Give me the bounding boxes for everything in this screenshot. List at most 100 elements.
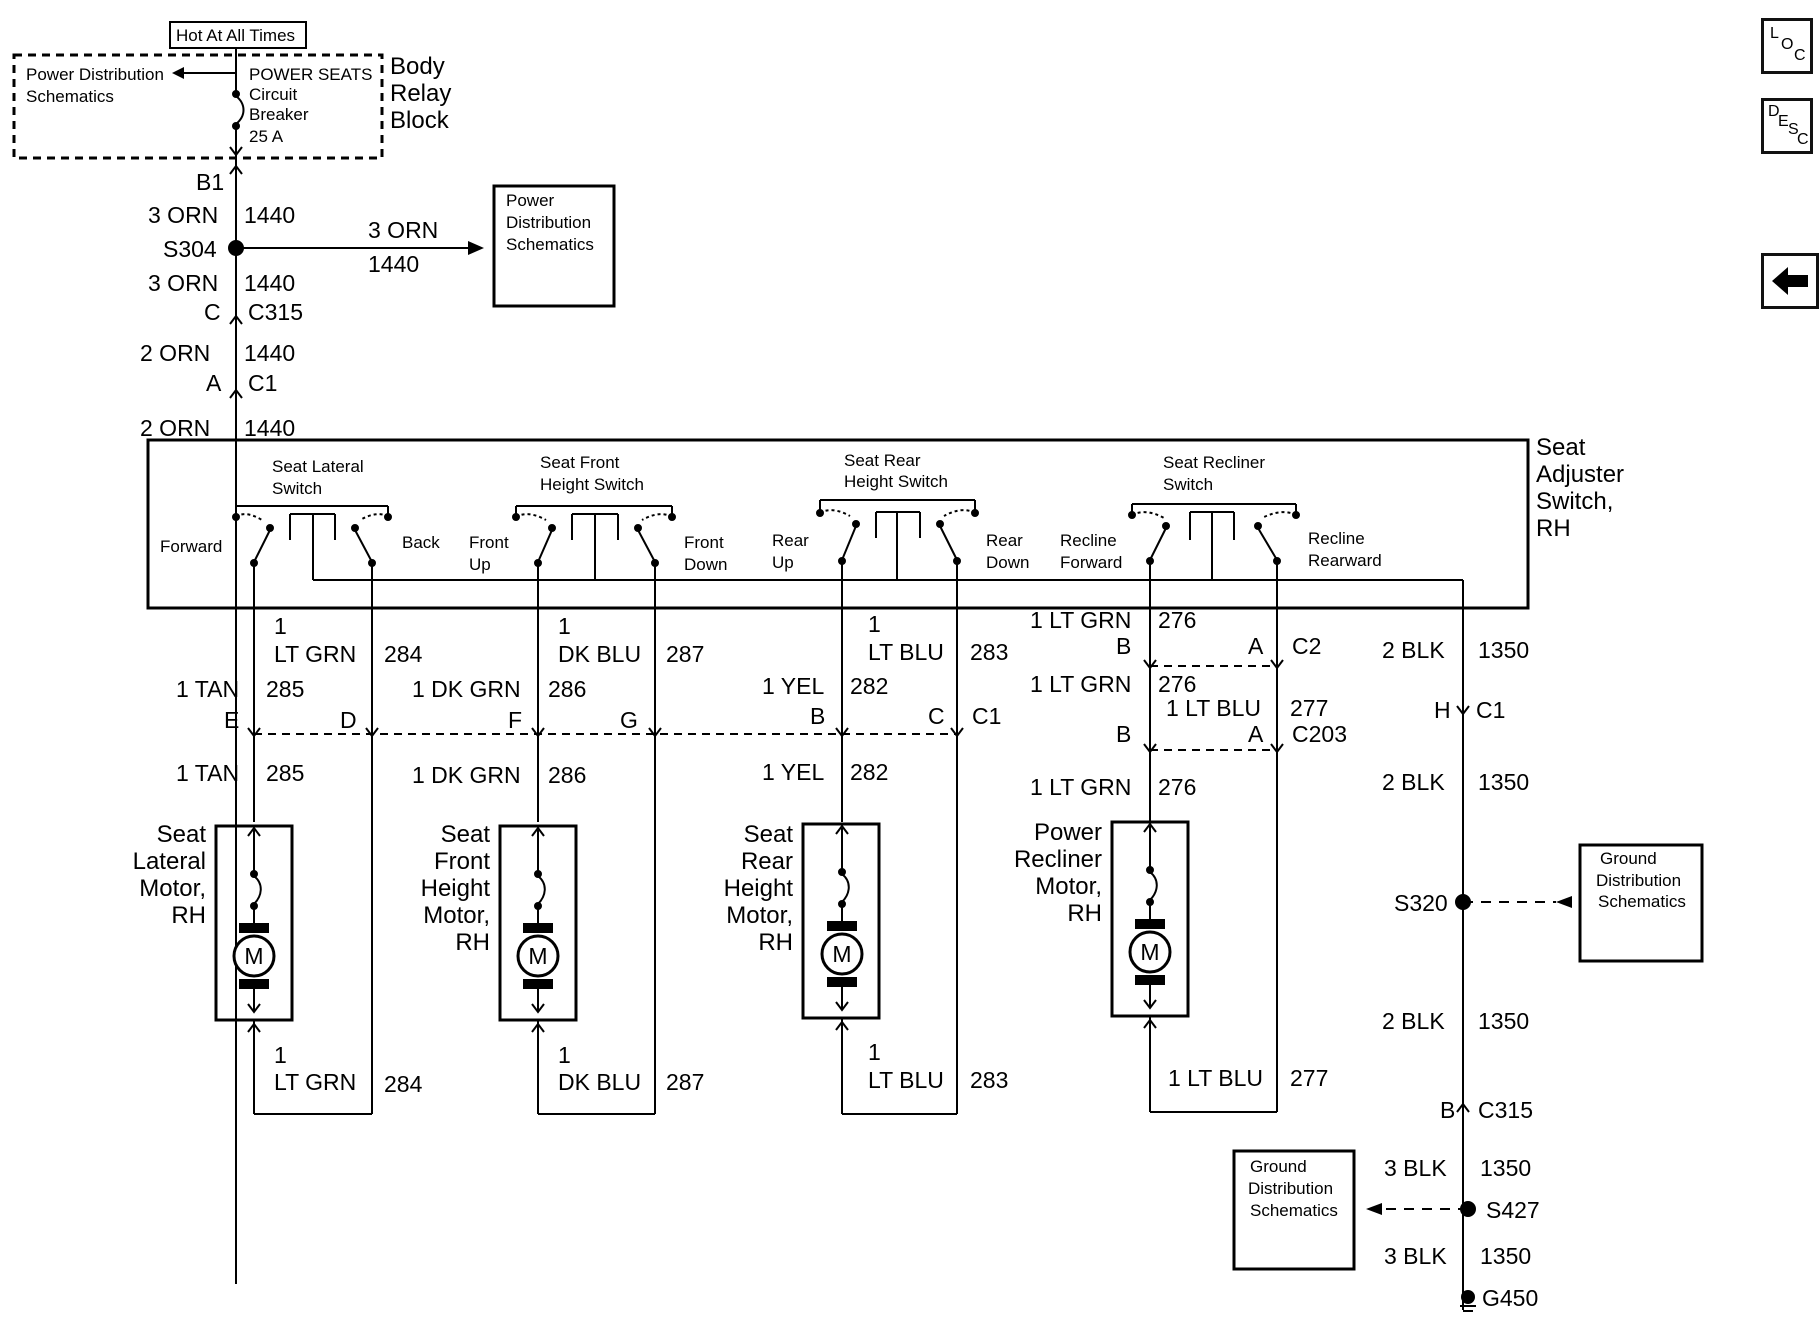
feed-circuit-2: 1440 (244, 270, 295, 296)
gnd-number-4: 1350 (1480, 1155, 1531, 1181)
fr-a-number: 287 (666, 641, 704, 667)
relay-pds-arrowhead (172, 67, 184, 79)
feed-pin-a: A (206, 370, 222, 396)
lat-m-wire: 1 TAN (176, 760, 239, 786)
rear-switch-name-line2: Height Switch (844, 472, 948, 491)
gnd-wire-2: 2 BLK (1382, 769, 1445, 795)
gnd-connector-c315: C315 (1478, 1097, 1533, 1123)
rc-connector-c203: C203 (1292, 721, 1347, 747)
fr-b-wire: 1 DK GRN (412, 676, 521, 702)
lat-pin-e: E (224, 707, 239, 733)
hot-label: Hot At All Times (176, 26, 295, 45)
recliner-motor-name-2: Recliner (1014, 846, 1102, 873)
front-motor-name-1: Seat (441, 821, 491, 848)
feed-chevron-c315 (229, 314, 243, 325)
rear-up-line2: Up (772, 553, 794, 572)
branch-circuit: 1440 (368, 251, 419, 277)
relay-pds-line2: Schematics (26, 87, 114, 106)
splice-s320: S320 (1394, 890, 1448, 916)
relay-block-line2: Relay (390, 80, 451, 107)
gnd-number-2: 1350 (1478, 769, 1529, 795)
lat-a-gauge: 1 (274, 613, 287, 639)
gds1-line1: Ground (1600, 849, 1657, 868)
rr-a-gauge: 1 (868, 611, 881, 637)
rr-a-number: 283 (970, 639, 1008, 665)
rc-b-wire: 1 LT GRN (1030, 671, 1131, 697)
c1-chevron-f (531, 727, 545, 738)
lateral-forward-label: Forward (160, 537, 222, 556)
gds2-line1: Ground (1250, 1157, 1307, 1176)
lateral-motor-name-4: RH (171, 902, 206, 929)
adjuster-title-line2: Adjuster (1536, 461, 1624, 488)
gnd-wire-3: 2 BLK (1382, 1008, 1445, 1034)
fr-pin-g: G (620, 707, 638, 733)
front-motor-m: M (528, 943, 547, 969)
feed-chevron-b1-lower (229, 164, 243, 175)
desc-letter-d: D (1768, 103, 1780, 120)
rc-connector-c2: C2 (1292, 633, 1321, 659)
rc-b2-wire: 1 LT BLU (1166, 695, 1261, 721)
recliner-motor-name-3: Motor, (1035, 873, 1102, 900)
power-recliner-motor (1110, 820, 1190, 1112)
rr-b-wire: 1 YEL (762, 673, 824, 699)
lateral-motor-name-1: Seat (157, 821, 207, 848)
rc-pin-a: A (1248, 633, 1264, 659)
fr-a-color: DK BLU (558, 641, 641, 667)
fr-m-wire: 1 DK GRN (412, 762, 521, 788)
rr-a-color: LT BLU (868, 639, 944, 665)
rc-pin-b2: B (1116, 721, 1131, 747)
rc-a-wire: 1 LT GRN (1030, 607, 1131, 633)
power-distribution-box (492, 184, 616, 308)
recline-rearward-line2: Rearward (1308, 551, 1382, 570)
body-relay-block-outline (12, 53, 384, 160)
recliner-motor-name-4: RH (1067, 900, 1102, 927)
rc-pin-a2: A (1248, 721, 1264, 747)
fr-b-number: 286 (548, 676, 586, 702)
c2-chevron-a (1270, 659, 1284, 670)
relay-block-line3: Block (390, 107, 450, 134)
ret-lat-color: LT GRN (274, 1069, 356, 1095)
fr-m-number: 286 (548, 762, 586, 788)
rear-motor-name-3: Height (724, 875, 794, 902)
rear-motor-m: M (832, 941, 851, 967)
ret-rc-wire: 1 LT BLU (1168, 1065, 1263, 1091)
breaker-line1: POWER SEATS (249, 65, 372, 84)
location-button[interactable]: L O C (1761, 18, 1813, 74)
fr-a-gauge: 1 (558, 613, 571, 639)
recliner-motor-name-1: Power (1034, 819, 1102, 846)
lat-pin-d: D (340, 707, 357, 733)
ground-distribution-box-2 (1232, 1149, 1356, 1271)
gnd-pin-b: B (1440, 1097, 1455, 1123)
desc-letter-c: C (1797, 131, 1809, 148)
rear-up-line1: Rear (772, 531, 809, 550)
lateral-motor-name-3: Motor, (139, 875, 206, 902)
gnd-number-3: 1350 (1478, 1008, 1529, 1034)
rear-down-line2: Down (986, 553, 1029, 572)
hot-label-box (169, 21, 307, 49)
rc-b-number: 276 (1158, 671, 1196, 697)
splice-s304: S304 (163, 236, 217, 262)
lateral-switch-name-line2: Switch (272, 479, 322, 498)
lat-m-number: 285 (266, 760, 304, 786)
feed-wire-3: 2 ORN (140, 340, 210, 366)
feed-wire-2: 3 ORN (148, 270, 218, 296)
rr-m-wire: 1 YEL (762, 759, 824, 785)
rear-switch-name-line1: Seat Rear (844, 451, 921, 470)
ret-rc-number: 277 (1290, 1065, 1328, 1091)
back-button[interactable] (1761, 253, 1819, 309)
ground-g450: G450 (1482, 1285, 1538, 1311)
rear-motor-name-4: Motor, (726, 902, 793, 929)
rc-b2-number: 277 (1290, 695, 1328, 721)
ret-rr-color: LT BLU (868, 1067, 944, 1093)
front-up-line2: Up (469, 555, 491, 574)
loc-letter-o: O (1781, 36, 1794, 53)
feed-pin-c: C (204, 299, 221, 325)
loc-letter-c: C (1794, 47, 1806, 64)
feed-chevron-c1 (229, 388, 243, 399)
recline-forward-line1: Recline (1060, 531, 1117, 550)
branch-wire-color: 3 ORN (368, 217, 438, 243)
breaker-line4: 25 A (249, 127, 284, 146)
left-arrow-icon (1772, 267, 1808, 295)
description-button[interactable]: D E S C (1761, 98, 1813, 154)
seat-recliner-switch (1128, 503, 1300, 580)
